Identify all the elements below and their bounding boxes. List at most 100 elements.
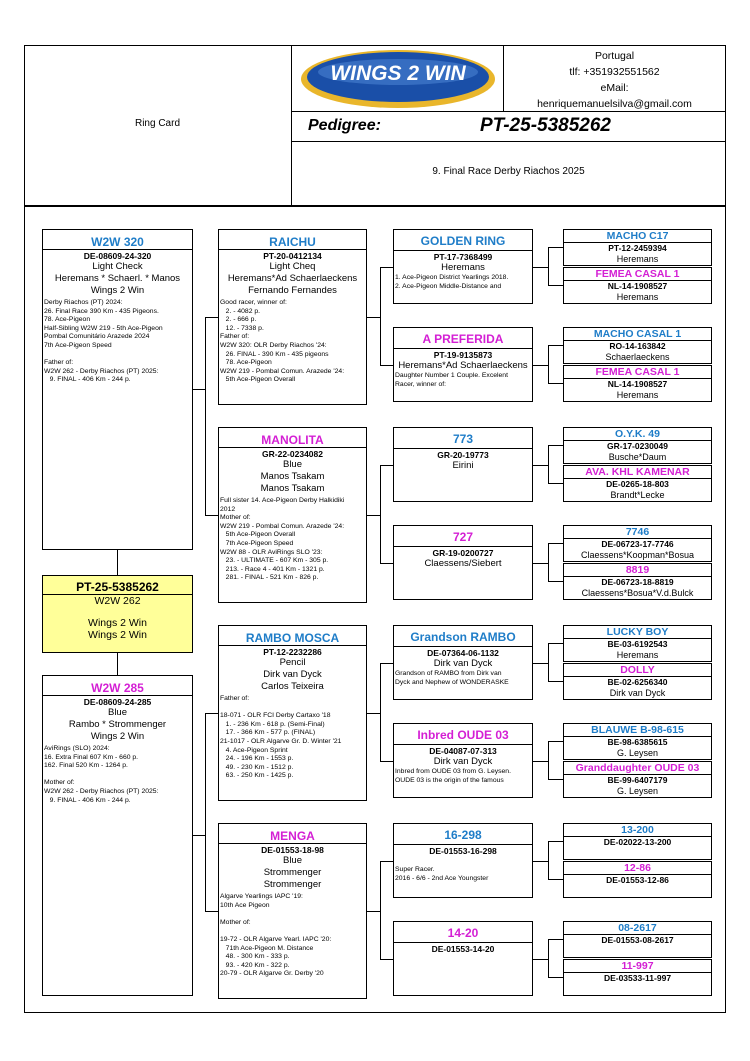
- note-line: Half-Sibling W2W 219 - 5th Ace-Pigeon: [44, 324, 163, 332]
- wings2win-logo: WINGS 2 WIN: [301, 50, 495, 108]
- email-label: eMail:: [600, 82, 629, 94]
- note-line: Full sister 14. Ace-Pigeon Derby Halkidi…: [220, 497, 345, 504]
- gen4-strain: Busche*Daum: [608, 452, 667, 462]
- gen4-strain: G. Leysen: [616, 786, 659, 796]
- gen3-notes: Super Racer.2016 - 6/6 - 2nd Ace Youngst…: [394, 866, 532, 883]
- note-line: 7th Ace-Pigeon Speed: [220, 539, 294, 547]
- gen4-name: 7746: [625, 526, 650, 538]
- gen2-ring: PT-12-2232286: [263, 647, 322, 657]
- gen3-name: 14-20: [447, 926, 479, 940]
- note-line: 71th Ace-Pigeon M. Distance: [220, 944, 314, 952]
- gen4-strain: G. Leysen: [616, 748, 659, 758]
- note-line: 21-1017 - OLR Algarve Gr. D. Winter '21: [220, 737, 342, 745]
- note-line: [220, 704, 365, 713]
- gen4-ring: DE-0265-18-803: [606, 479, 669, 489]
- pedigree-label: Pedigree:: [308, 117, 381, 134]
- phone: tlf: +351932551562: [569, 66, 660, 78]
- dam-name: W2W 285: [91, 681, 144, 695]
- note-line: W2W 320: OLR Derby Riachos '24:: [220, 341, 327, 349]
- gen3-ring: DE-01553-16-298: [429, 846, 497, 856]
- gen2-notes: Full sister 14. Ace-Pigeon Derby Halkidi…: [219, 495, 366, 583]
- note-line: W2W 262 - Derby Riachos (PT) 2025:: [44, 367, 159, 375]
- sire-owner: Wings 2 Win: [90, 285, 145, 296]
- note-line: 23. - ULTIMATE - 607 Km - 305 p.: [220, 557, 329, 565]
- gen4-name: 11-997: [621, 960, 654, 972]
- gen3-ring: DE-07364-06-1132: [427, 648, 499, 658]
- gen3-name: GOLDEN RING: [420, 234, 506, 248]
- gen3-strain: Claessens/Siebert: [424, 558, 502, 569]
- note-line: 63. - 250 Km - 1425 p.: [220, 772, 294, 780]
- note-line: [220, 927, 365, 936]
- gen4-strain: Heremans: [616, 254, 659, 264]
- gen2-owner: Carlos Teixeira: [261, 681, 324, 692]
- note-line: AviRings (SLO) 2024:: [44, 745, 110, 752]
- note-line: Father of:: [220, 333, 250, 341]
- subject-breeder-1: Wings 2 Win: [88, 617, 147, 629]
- gen4-name: 13-200: [621, 824, 654, 836]
- gen2-notes: Algarve Yearlings IAPC '19:10th Ace Pige…: [219, 891, 366, 979]
- gen4-strain: Schaerlaeckens: [605, 352, 670, 362]
- note-line: 19-72 - OLR Algarve Yearl. IAPC '20:: [220, 935, 332, 943]
- gen4-strain: Heremans: [616, 292, 659, 302]
- gen4-ring: NL-14-1908527: [607, 379, 668, 389]
- gen4-ring: DE-06723-18-8819: [601, 577, 674, 587]
- gen3-name: 727: [452, 530, 474, 544]
- note-line: 26. Final Race 390 Km - 435 Pigeons.: [44, 307, 159, 315]
- note-line: W2W 219 - Pombal Comun. Arazede '24:: [220, 367, 345, 375]
- sire-name: W2W 320: [91, 235, 144, 249]
- gen3-name: 773: [452, 432, 474, 446]
- gen4-name: MACHO CASAL 1: [593, 328, 682, 340]
- header-frame: [24, 45, 726, 206]
- gen3-name: 16-298: [444, 828, 482, 842]
- gen2-color: Blue: [282, 459, 302, 470]
- note-line: 78. Ace-Pigeon: [220, 359, 272, 367]
- logo-text: WINGS 2 WIN: [330, 62, 466, 85]
- note-line: Racer, winner of:: [395, 380, 446, 388]
- note-line: Pombal Comunitário Arazede 2024: [44, 333, 150, 341]
- note-line: 2. - 4082 p.: [220, 307, 261, 315]
- gen2-color: Blue: [282, 855, 302, 866]
- subject-breeder-2: Wings 2 Win: [88, 629, 147, 641]
- gen4-ring: GR-17-0230049: [607, 441, 668, 451]
- gen3-ring: PT-19-9135873: [433, 350, 493, 360]
- gen3-ring: GR-19-0200727: [432, 548, 494, 558]
- note-line: 2012: [220, 505, 236, 513]
- gen4-strain: Heremans: [616, 650, 659, 660]
- gen4-ring: BE-02-6256340: [607, 677, 668, 687]
- note-line: W2W 88 - OLR AviRings SLO '23:: [220, 548, 323, 556]
- gen2-strain: Manos Tsakam: [260, 471, 325, 482]
- subject-ring: PT-25-5385262: [76, 580, 159, 594]
- note-line: 10th Ace Pigeon: [220, 901, 270, 909]
- note-line: Good racer, winner of:: [220, 299, 287, 306]
- note-line: 213. - Race 4 - 401 Km - 1321 p.: [220, 565, 325, 573]
- sire-strain: Heremans * Schaerl. * Manos: [54, 273, 181, 284]
- gen3-ring: PT-17-7368499: [433, 252, 493, 262]
- note-line: OUDE 03 is the origin of the famous: [395, 776, 504, 784]
- gen3-notes: Inbred from OUDE 03 from G. Leysen.OUDE …: [394, 768, 532, 785]
- gen2-color: Light Cheq: [269, 261, 316, 272]
- gen4-name: FEMEA CASAL 1: [595, 268, 680, 280]
- contact-block: Portugal tlf: +351932551562 eMail: henri…: [503, 48, 726, 112]
- gen3-strain: Dirk van Dyck: [433, 756, 493, 767]
- gen4-ring: DE-03533-11-997: [603, 973, 672, 983]
- note-line: 12. - 7338 p.: [220, 324, 264, 332]
- gen2-ring: DE-01553-18-98: [261, 845, 324, 855]
- pedigree-frame: [24, 206, 726, 1013]
- ring-card-label: Ring Card: [134, 118, 181, 129]
- note-line: Mother of:: [220, 514, 251, 522]
- note-line: 9. FINAL - 406 Km - 244 p.: [44, 796, 131, 804]
